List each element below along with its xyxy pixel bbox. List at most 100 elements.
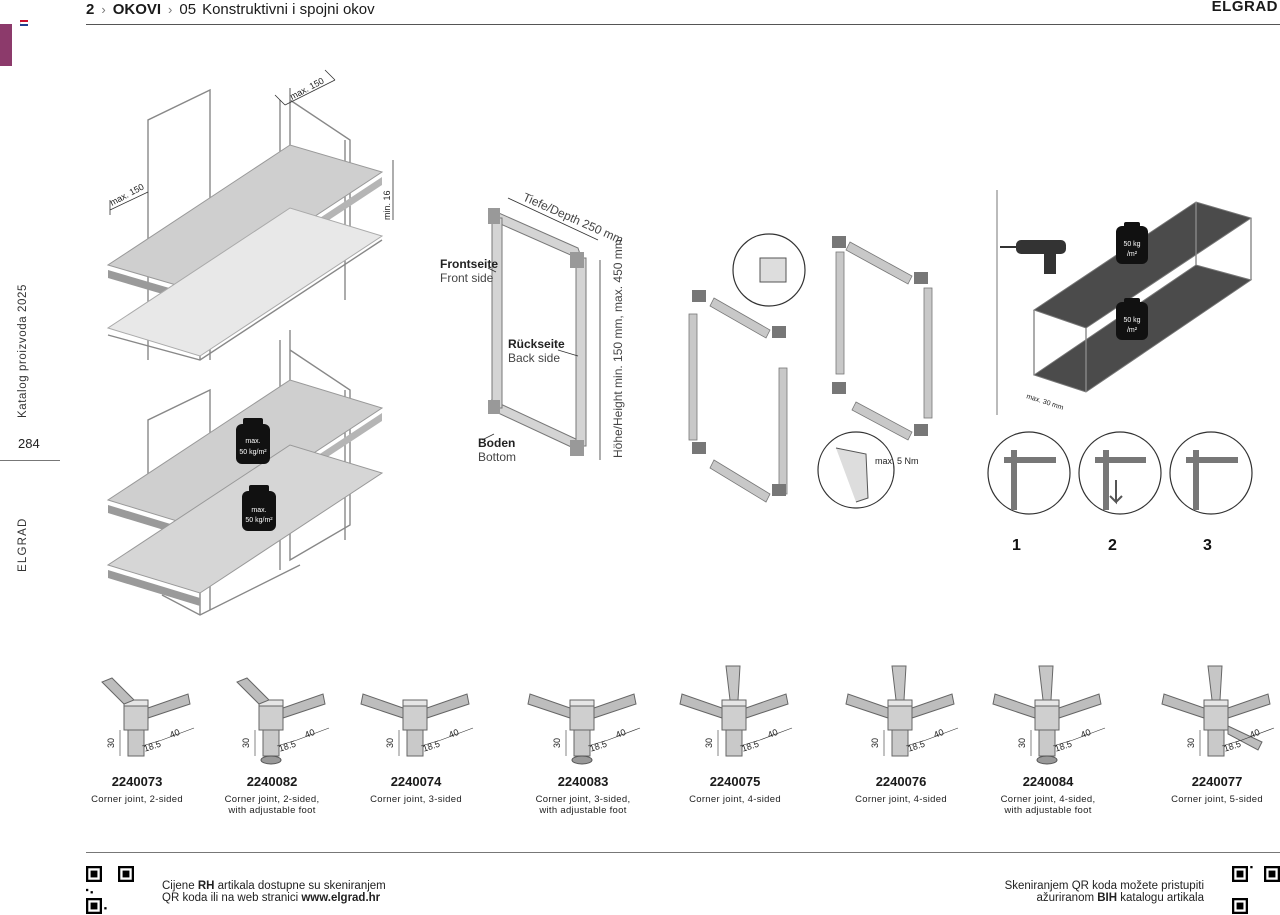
back-side-label-de: Rückseite [508,337,565,351]
website-link[interactable]: www.elgrad.hr [301,892,381,904]
product-code: 2240082 [246,774,298,789]
svg-text:max.: max. [251,507,266,514]
svg-text:30: 30 [1017,738,1027,748]
qr-code-right[interactable] [1232,866,1280,914]
footer-left-line1-end: artikala dostupne su skeniranjem [214,880,386,892]
sidebar-divider [0,460,60,461]
svg-text:30: 30 [704,738,714,748]
svg-text:50 kg/m²: 50 kg/m² [239,449,267,456]
product-code: 2240073 [111,774,163,789]
product-code: 2240083 [557,774,609,789]
svg-text:18.5: 18.5 [906,739,926,754]
step-2-label: 2 [1108,537,1117,554]
breadcrumb-sub-number[interactable]: 05 [179,0,197,18]
footer-right-line1: Skeniranjem QR koda možete pristupiti [1004,880,1204,892]
svg-text:18.5: 18.5 [740,739,760,754]
product-description: Corner joint, 3-sided,with adjustable fo… [535,794,631,816]
footer-right-text: Skeniranjem QR koda možete pristupiti až… [1005,880,1204,904]
svg-text:18.5: 18.5 [421,739,441,754]
product-description: Corner joint, 2-sided,with adjustable fo… [224,794,320,816]
bottom-label-de: Boden [478,436,515,450]
product-description: Corner joint, 3-sided [370,794,462,805]
weight-icon: 50 kg /m² [1116,222,1148,264]
weight-icon: 50 kg /m² [1116,298,1148,340]
svg-text:18.5: 18.5 [142,739,162,754]
weight-icon: max. 50 kg/m² [242,485,276,531]
product-description: Corner joint, 5-sided [1171,794,1263,805]
qr-code-left[interactable] [86,866,134,914]
breadcrumb-section[interactable]: OKOVI [112,0,162,18]
breadcrumb: 2 › OKOVI › 05 Konstruktivni i spojni ok… [86,0,375,20]
product-code: 2240076 [875,774,927,789]
svg-text:40: 40 [1248,727,1261,740]
table-dim-text: max. 30 mm [1025,393,1064,412]
corner-joint-image: 30 18.5 40 [679,665,793,757]
svg-text:18.5: 18.5 [1222,739,1242,754]
dim-left-text: max. 150 [108,182,145,208]
chevron-right-icon: › [168,1,173,17]
product-code: 2240084 [1022,774,1074,789]
svg-text:30: 30 [552,738,562,748]
front-side-label-en: Front side [440,271,494,285]
height-label: Höhe/Height min. 150 mm, max. 450 mm [611,239,625,458]
frame-illustration: Tiefe/Depth 250 mm Höhe/Height min. 150 … [440,190,625,464]
svg-text:40: 40 [447,727,460,740]
product-code: 2240074 [390,774,442,789]
assembly-illustration: max. 5 Nm [688,233,933,509]
drill-icon [1000,240,1066,274]
weight-icon: max. 50 kg/m² [236,418,270,464]
corner-joint-image: 30 18.5 40 [360,693,474,757]
section-color-tab [0,24,12,66]
svg-text:30: 30 [241,738,251,748]
chevron-right-icon: › [101,1,106,17]
svg-text:40: 40 [1079,727,1092,740]
flag-icon [20,20,28,26]
footer-right-line2-end: katalogu artikala [1117,892,1204,904]
svg-text:/m²: /m² [1127,251,1138,258]
svg-text:max.: max. [245,438,260,445]
breadcrumb-sub-title[interactable]: Konstruktivni i spojni okov [202,0,375,18]
footer-right-line2: ažuriranom [1036,892,1098,904]
sidebar-brand: ELGRAD [17,517,29,573]
svg-text:/m²: /m² [1127,327,1138,334]
dim-right-text: min. 16 [382,190,392,220]
page-number: 284 [18,436,40,451]
footer-left-rh: RH [197,880,215,892]
svg-text:40: 40 [614,727,627,740]
svg-text:18.5: 18.5 [1053,739,1073,754]
assembly-steps: 1 2 3 [987,431,1253,554]
footer-divider [86,852,1280,853]
header-divider [86,24,1280,25]
dim-top-text: max. 150 [288,76,325,102]
footer-left-line1: Cijene [162,880,198,892]
product-code: 2240075 [709,774,761,789]
brand-name: ELGRAD [1211,0,1278,15]
svg-text:30: 30 [1186,738,1196,748]
product-description: Corner joint, 4-sided [855,794,947,805]
svg-text:30: 30 [385,738,395,748]
back-side-label-en: Back side [508,351,560,365]
svg-text:40: 40 [766,727,779,740]
svg-text:30: 30 [106,738,116,748]
product-description: Corner joint, 2-sided [91,794,183,805]
step-3-label: 3 [1203,537,1212,554]
product-description: Corner joint, 4-sided,with adjustable fo… [1000,794,1096,816]
torque-text: max. 5 Nm [875,456,919,466]
svg-text:18.5: 18.5 [588,739,608,754]
front-side-label-de: Frontseite [440,257,498,271]
svg-text:50 kg: 50 kg [1123,241,1140,248]
bottom-label-en: Bottom [478,450,516,464]
breadcrumb-page[interactable]: 2 [86,0,95,18]
svg-text:40: 40 [303,727,316,740]
